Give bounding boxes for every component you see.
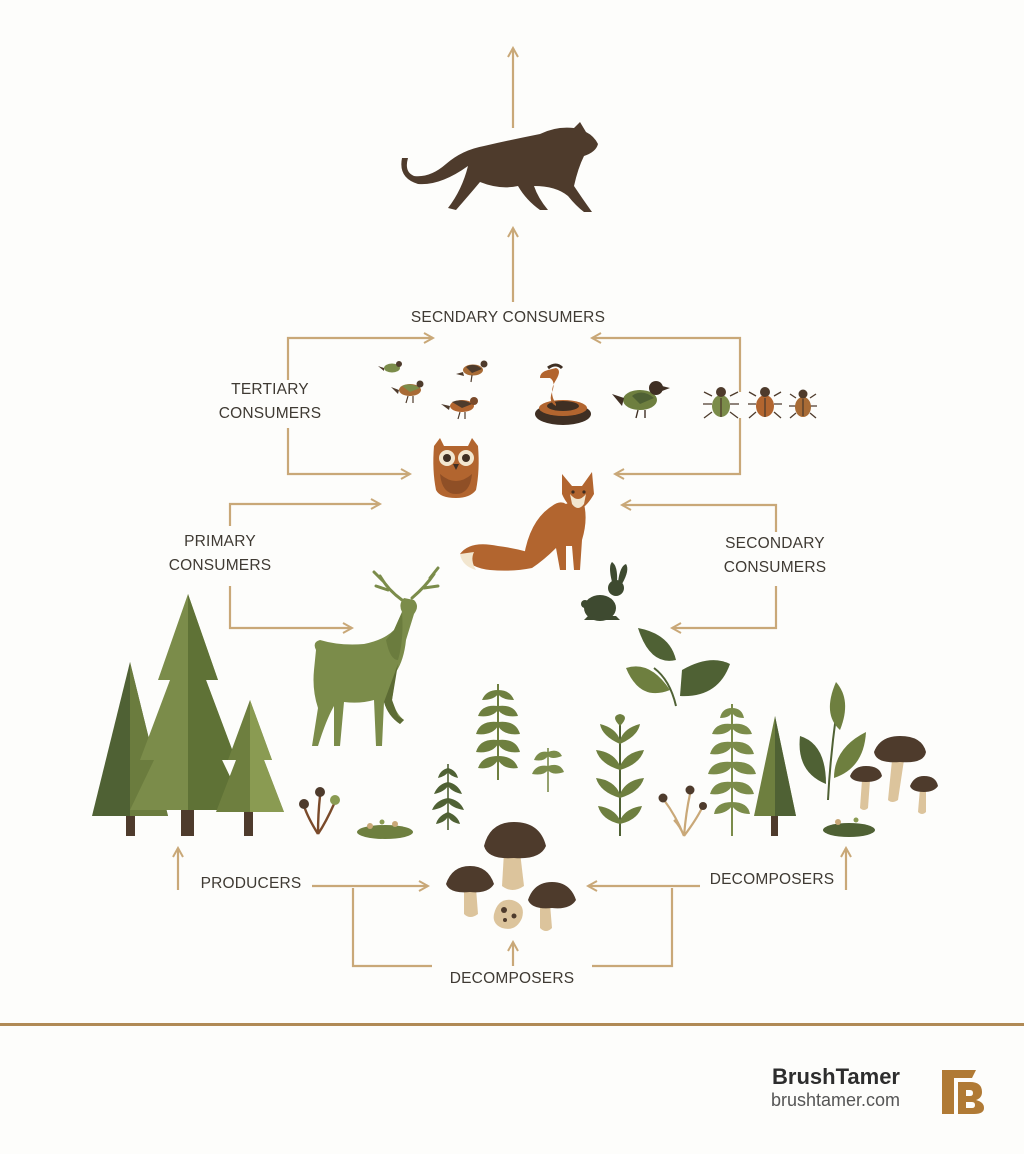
arrow-tertiary-up bbox=[286, 338, 433, 380]
puma-icon bbox=[401, 122, 598, 212]
mushrooms-right-icon bbox=[850, 736, 938, 814]
label-decomposers-right: DECOMPOSERS bbox=[709, 871, 835, 888]
snake-icon bbox=[535, 363, 591, 425]
arrow-right-owl bbox=[615, 418, 742, 474]
fern-4 bbox=[708, 704, 756, 836]
moss-patch-2-icon bbox=[823, 817, 875, 837]
deer-icon bbox=[312, 566, 440, 746]
label-tertiary-consumers: TERTIARY CONSUMERS bbox=[218, 381, 322, 422]
small-mushroom-sprouts-icon bbox=[299, 787, 340, 835]
brushtamer-logo-icon bbox=[942, 1070, 984, 1114]
food-web-diagram bbox=[92, 0, 938, 968]
footer-divider bbox=[0, 1023, 1024, 1026]
tall-leaves-icon bbox=[799, 682, 866, 801]
pine-trees-icon bbox=[92, 594, 284, 836]
owl-icon bbox=[433, 438, 479, 498]
label-producers: PRODUCERS bbox=[200, 875, 302, 892]
beetle-2 bbox=[748, 387, 782, 419]
arrow-tertiary-down bbox=[286, 428, 410, 474]
moss-patch-icon bbox=[357, 819, 413, 839]
rabbit-icon bbox=[581, 562, 628, 621]
brand-url[interactable]: brushtamer.com bbox=[770, 1090, 900, 1110]
brand-name: BrushTamer bbox=[772, 1064, 900, 1089]
arrow-primary-up bbox=[228, 504, 380, 526]
bird-2 bbox=[391, 380, 424, 404]
arrow-right-top bbox=[592, 338, 742, 392]
fox-icon bbox=[460, 472, 594, 571]
bird-4 bbox=[441, 397, 478, 420]
beetle-1 bbox=[703, 387, 739, 419]
leafy-plant-icon bbox=[596, 714, 644, 836]
ferns-icon bbox=[432, 684, 564, 830]
label-secondary-consumers-top: SECNDARY CONSUMERS bbox=[410, 309, 606, 326]
leaves-icon bbox=[626, 628, 730, 707]
connector-bottom-left bbox=[351, 888, 432, 968]
arrow-secondary-down bbox=[672, 586, 778, 628]
label-secondary-consumers-right: SECONDARY CONSUMERS bbox=[723, 535, 827, 576]
small-birds-icon bbox=[378, 360, 488, 420]
label-decomposers-bottom: DECOMPOSERS bbox=[449, 970, 575, 987]
connector-arrows bbox=[178, 48, 846, 968]
arrow-secondary-up bbox=[622, 505, 778, 532]
bird-1 bbox=[378, 361, 402, 373]
fern-2 bbox=[532, 748, 564, 792]
connector-bottom-right bbox=[592, 888, 674, 968]
antlers bbox=[372, 566, 440, 602]
beetles-icon bbox=[703, 387, 817, 419]
decomposer-mushrooms-icon bbox=[446, 822, 576, 931]
songbird-icon bbox=[612, 381, 670, 419]
label-primary-consumers: PRIMARY CONSUMERS bbox=[168, 533, 272, 574]
small-pine-icon bbox=[754, 716, 796, 836]
arrow-primary-down bbox=[228, 586, 352, 628]
bird-3 bbox=[456, 360, 488, 383]
fern-1 bbox=[476, 684, 520, 780]
beetle-3 bbox=[789, 389, 817, 419]
sprout-cluster-icon bbox=[658, 785, 707, 837]
fern-3 bbox=[432, 764, 464, 830]
